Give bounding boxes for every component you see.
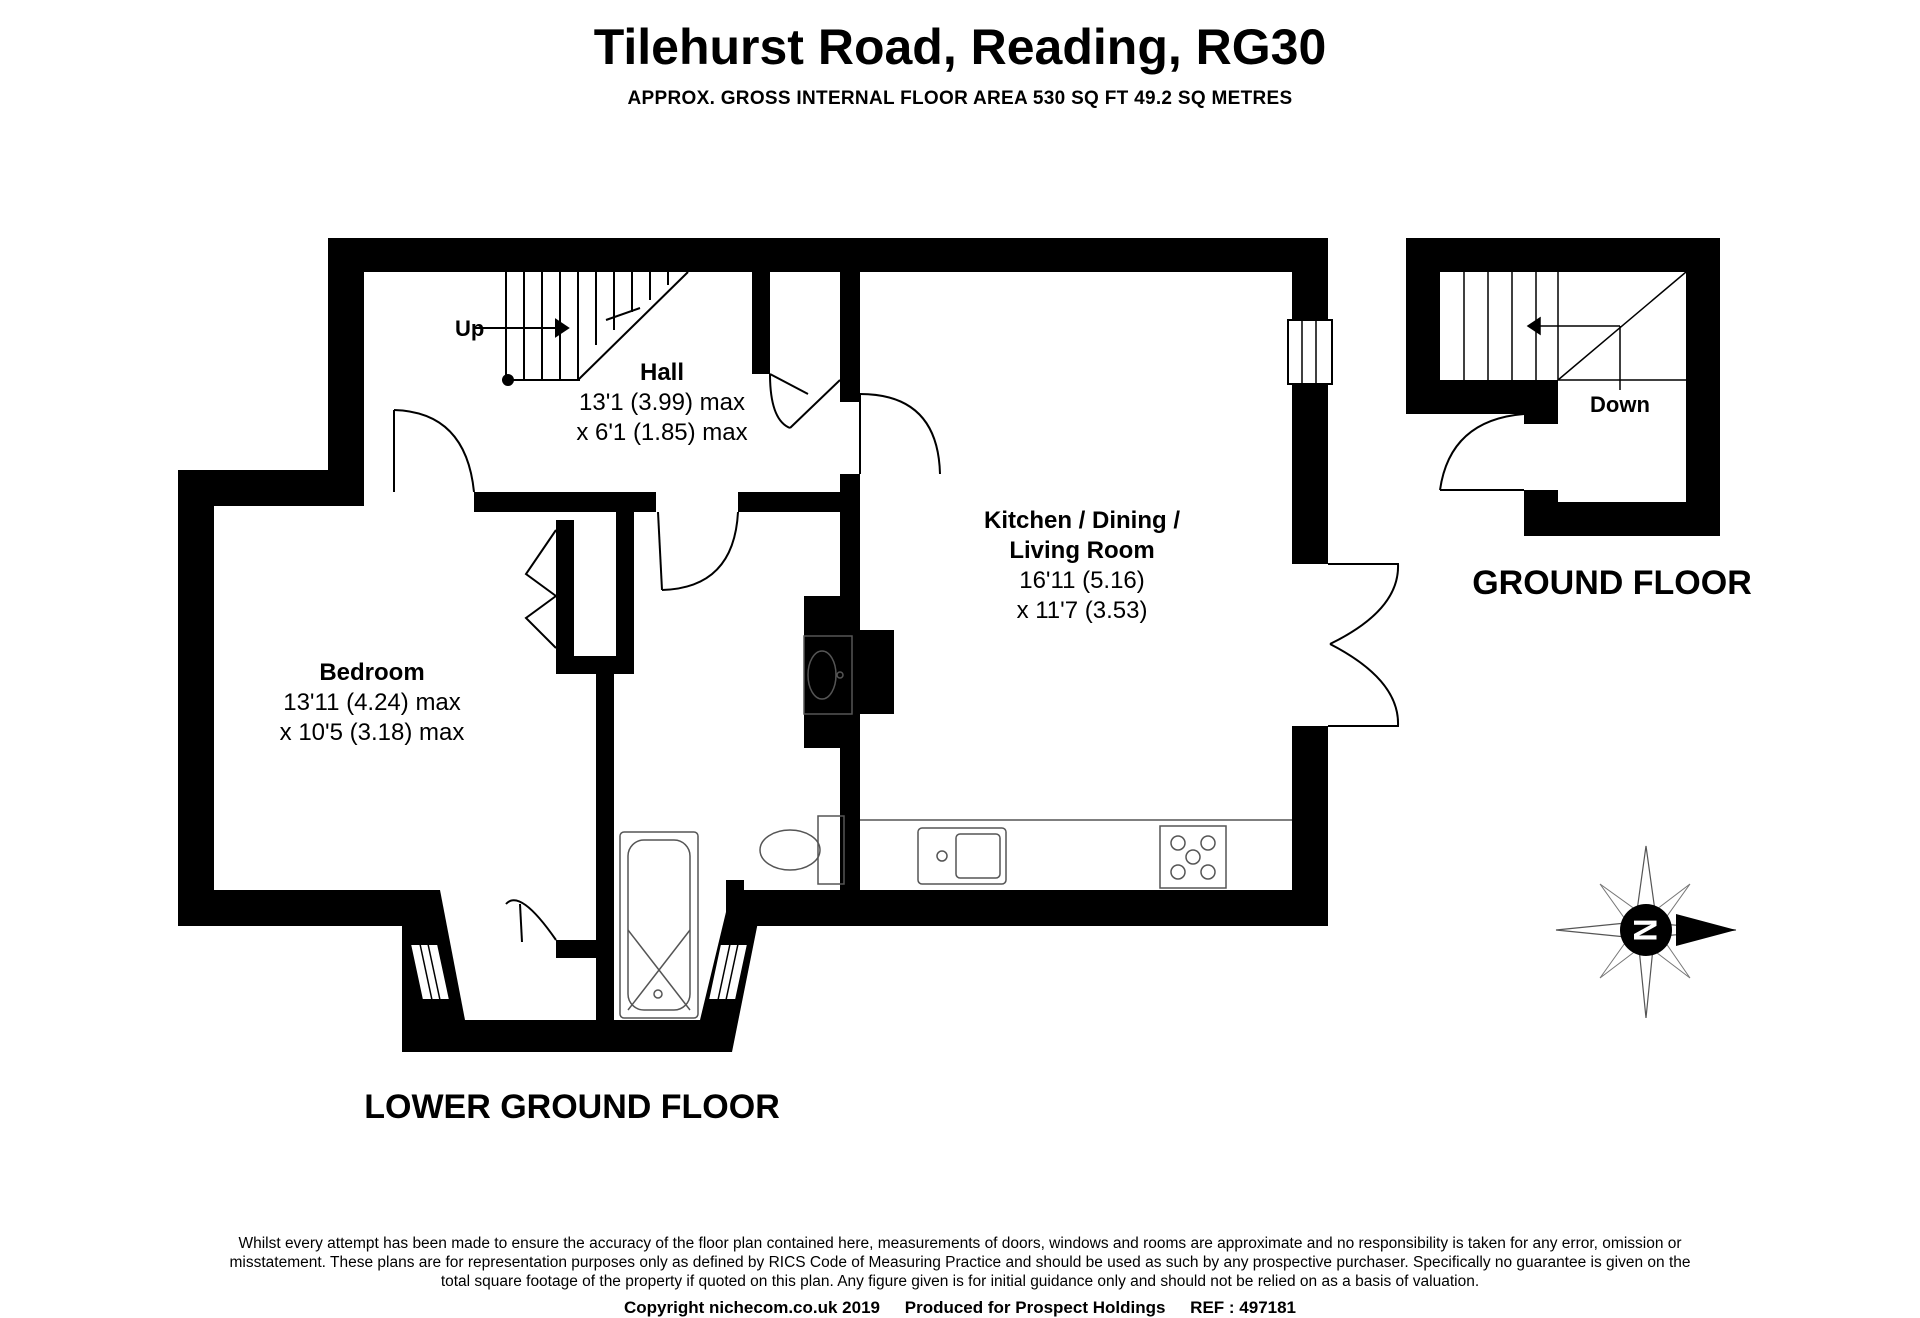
toilet [759, 815, 845, 885]
kitchen-dim-length: 16'11 (5.16) [1019, 567, 1145, 594]
copyright-text: Copyright nichecom.co.uk 2019 [623, 1298, 880, 1317]
kitchen-worktop [860, 819, 1292, 889]
bay-windows [408, 943, 750, 1001]
wash-basin [803, 635, 853, 715]
ground-floor-door [1439, 413, 1525, 491]
plan-title: Tilehurst Road, Reading, RG30 [593, 19, 1327, 75]
bedroom-name: Bedroom [319, 659, 424, 686]
copyright-line: Copyright nichecom.co.uk 2019 Produced f… [0, 1298, 1920, 1318]
interior-walls [474, 272, 894, 1024]
hall-dim-width: x 6'1 (1.85) max [576, 419, 747, 446]
ground-floor-walls [1406, 238, 1720, 536]
reference-text: REF : 497181 [1190, 1298, 1297, 1317]
stairs-up-label: Up [455, 316, 484, 341]
compass-north-label: N [1627, 918, 1663, 941]
bedroom-dim-width: x 10'5 (3.18) max [280, 719, 465, 746]
produced-for-text: Produced for Prospect Holdings [904, 1298, 1166, 1317]
lower-ground-floor-label: LOWER GROUND FLOOR [364, 1088, 780, 1126]
bathtub [619, 831, 699, 1019]
kitchen-name-line1: Kitchen / Dining / [984, 507, 1180, 534]
floor-area-subtitle: APPROX. GROSS INTERNAL FLOOR AREA 530 SQ… [627, 88, 1293, 109]
lower-ground-floor-plan: Up [178, 238, 1400, 1052]
kitchen-dim-width: x 11'7 (3.53) [1017, 597, 1148, 624]
hall-dim-length: 13'1 (3.99) max [579, 389, 745, 416]
ground-floor-stairs [1463, 271, 1687, 390]
compass-rose-icon: N [1555, 845, 1737, 1019]
ground-floor-plan [1406, 238, 1720, 536]
room-labels: Hall 13'1 (3.99) max x 6'1 (1.85) max Ki… [280, 359, 1181, 746]
door-swings [393, 373, 941, 943]
ground-floor-label: GROUND FLOOR [1472, 564, 1752, 602]
stairs-up [474, 271, 689, 386]
bedroom-dim-length: 13'11 (4.24) max [283, 689, 461, 716]
kitchen-name-line2: Living Room [1009, 537, 1154, 564]
kitchen-window [1287, 319, 1333, 385]
stairs-down-label: Down [1590, 392, 1650, 417]
french-doors [1328, 563, 1400, 727]
hall-name: Hall [640, 359, 684, 386]
disclaimer-text: Whilst every attempt has been made to en… [229, 1235, 1691, 1290]
